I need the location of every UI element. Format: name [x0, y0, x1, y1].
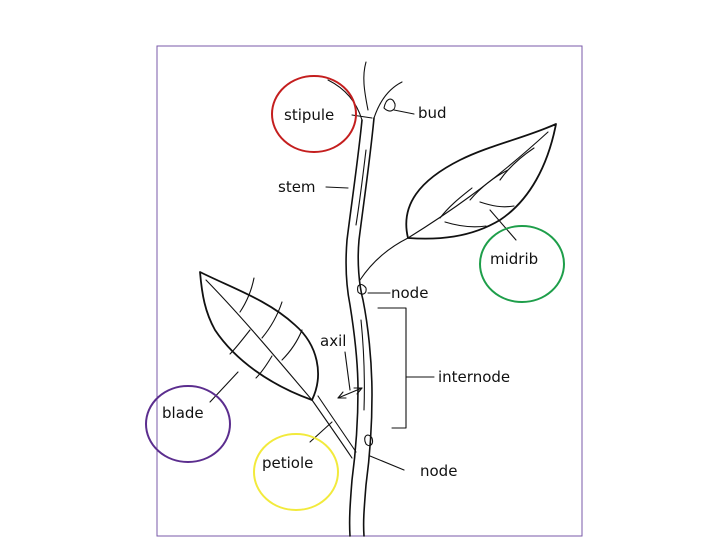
axil-label: axil — [320, 332, 346, 350]
node-lower-leader — [369, 455, 405, 471]
stem-leader — [325, 186, 349, 189]
midrib-leader — [489, 209, 517, 241]
stem-label: stem — [278, 178, 316, 196]
lower-leaf-drawing — [199, 271, 357, 459]
petiole-highlight-circle — [253, 433, 339, 511]
midrib-label: midrib — [490, 250, 538, 268]
axil-leader — [344, 351, 351, 391]
internode-bracket — [377, 307, 407, 429]
upper-leaf-drawing — [359, 123, 557, 281]
diagram-frame — [156, 45, 583, 537]
lower-node-bud — [364, 434, 374, 447]
stem-drawing — [327, 61, 403, 537]
axil-arrowhead-right — [353, 387, 363, 395]
upper-node-bud — [357, 283, 367, 295]
midrib-highlight-circle — [479, 225, 565, 303]
bud-leader — [393, 109, 415, 115]
node-upper-label: node — [391, 284, 428, 302]
petiole-leader — [309, 421, 333, 443]
stipule-label: stipule — [284, 106, 334, 124]
blade-leader — [209, 371, 239, 403]
bud-label: bud — [418, 104, 447, 122]
internode-label: internode — [438, 368, 510, 386]
axil-arrow-line — [337, 387, 363, 399]
stipule-highlight-circle — [271, 75, 357, 153]
blade-highlight-circle — [145, 385, 231, 463]
blade-label: blade — [162, 404, 204, 422]
axil-arrowhead-left — [337, 391, 347, 399]
petiole-label: petiole — [262, 454, 313, 472]
node-lower-label: node — [420, 462, 457, 480]
